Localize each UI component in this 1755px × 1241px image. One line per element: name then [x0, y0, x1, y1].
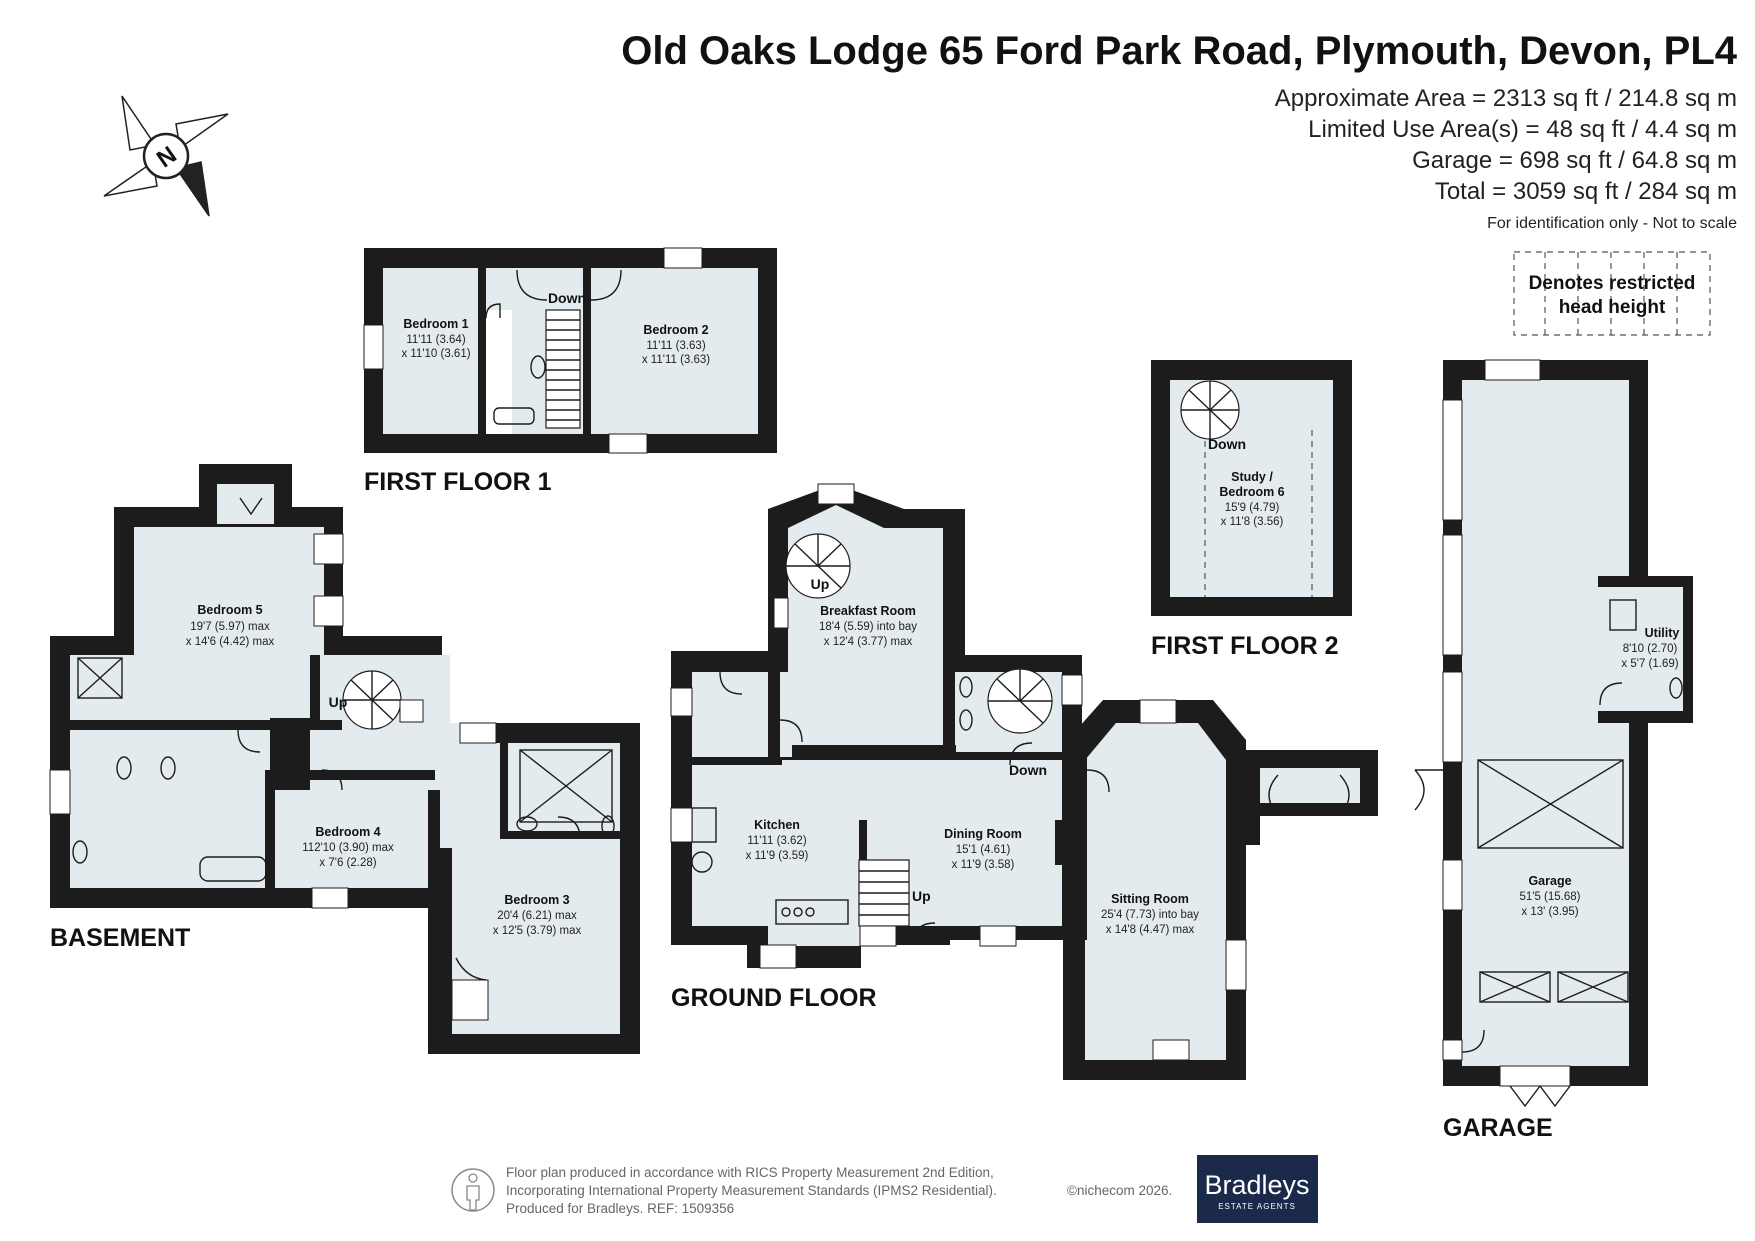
- person-scale-icon: [451, 1168, 495, 1212]
- approximate-area: Approximate Area = 2313 sq ft / 214.8 sq…: [1275, 85, 1737, 112]
- bedroom4-dim2: x 7'6 (2.28): [319, 857, 376, 869]
- bedroom3-name: Bedroom 3: [504, 893, 569, 907]
- bedroom5-dim1: 19'7 (5.97) max: [190, 621, 270, 633]
- garage-dim1: 51'5 (15.68): [1519, 891, 1580, 903]
- first-floor-1-plan: Down Bedroom 1 11'11 (3.64) x 11'10 (3.6…: [363, 247, 777, 454]
- limited-use-area: Limited Use Area(s) = 48 sq ft / 4.4 sq …: [1308, 116, 1737, 143]
- floor-label-garage: GARAGE: [1443, 1114, 1553, 1142]
- stair-label-ground-down: Down: [1009, 762, 1047, 778]
- dining-name: Dining Room: [944, 827, 1022, 841]
- footer: Floor plan produced in accordance with R…: [451, 1155, 1318, 1223]
- legend-line-1: Denotes restricted: [1529, 273, 1696, 294]
- breakfast-name: Breakfast Room: [820, 604, 916, 618]
- floor-label-first-floor-2: FIRST FLOOR 2: [1151, 632, 1339, 660]
- study-dim1: 15'9 (4.79): [1225, 502, 1280, 514]
- kitchen-dim2: x 11'9 (3.59): [746, 850, 809, 862]
- floor-label-ground-floor: GROUND FLOOR: [671, 984, 877, 1012]
- brand-sub: ESTATE AGENTS: [1218, 1202, 1296, 1211]
- breakfast-dim1: 18'4 (5.59) into bay: [819, 621, 917, 633]
- utility-name: Utility: [1645, 626, 1680, 640]
- study-name-2: Bedroom 6: [1219, 485, 1284, 499]
- garage-plan: Utility 8'10 (2.70) x 5'7 (1.69) Garage …: [1414, 359, 1693, 1108]
- sitting-name: Sitting Room: [1111, 892, 1189, 906]
- bradleys-logo: Bradleys ESTATE AGENTS: [1197, 1155, 1318, 1223]
- footer-line-3: Produced for Bradleys. REF: 1509356: [506, 1201, 734, 1216]
- legend-line-2: head height: [1559, 297, 1666, 318]
- copyright-text: ©nichecom 2026.: [1067, 1183, 1172, 1198]
- bedroom5-dim2: x 14'6 (4.42) max: [186, 636, 275, 648]
- study-dim2: x 11'8 (3.56): [1221, 516, 1284, 528]
- compass-north-icon: N: [103, 95, 229, 217]
- bedroom1-name: Bedroom 1: [403, 317, 468, 331]
- bedroom2-dim2: x 11'11 (3.63): [642, 354, 710, 366]
- bedroom3-dim2: x 12'5 (3.79) max: [493, 925, 582, 937]
- breakfast-dim2: x 12'4 (3.77) max: [824, 636, 913, 648]
- bedroom1-dim1: 11'11 (3.64): [406, 334, 465, 346]
- kitchen-name: Kitchen: [754, 818, 800, 832]
- bedroom3-dim1: 20'4 (6.21) max: [497, 910, 577, 922]
- first-floor-2-plan: Down Study / Bedroom 6 15'9 (4.79) x 11'…: [1151, 360, 1352, 616]
- garage-name: Garage: [1528, 874, 1571, 888]
- floor-label-basement: BASEMENT: [50, 924, 190, 952]
- garage-dim2: x 13' (3.95): [1521, 906, 1578, 918]
- stair-label-ff2-down: Down: [1208, 436, 1246, 452]
- sitting-dim1: 25'4 (7.73) into bay: [1101, 909, 1199, 921]
- footer-line-1: Floor plan produced in accordance with R…: [506, 1165, 994, 1180]
- not-to-scale-note: For identification only - Not to scale: [1487, 215, 1737, 232]
- brand-name: Bradleys: [1204, 1170, 1309, 1200]
- bedroom4-dim1: 112'10 (3.90) max: [302, 842, 394, 854]
- sitting-dim2: x 14'8 (4.47) max: [1106, 924, 1195, 936]
- bedroom5-name: Bedroom 5: [197, 603, 262, 617]
- stair-label-breakfast-up: Up: [811, 576, 830, 592]
- floor-label-first-floor-1: FIRST FLOOR 1: [364, 468, 552, 496]
- ground-floor-plan: Up Down Up: [670, 483, 1378, 1080]
- stair-label-ff1-down: Down: [548, 290, 586, 306]
- footer-line-2: Incorporating International Property Mea…: [506, 1183, 997, 1198]
- kitchen-dim1: 11'11 (3.62): [747, 835, 806, 847]
- dining-dim2: x 11'9 (3.58): [952, 859, 1015, 871]
- restricted-height-legend: Denotes restricted head height: [1513, 251, 1711, 336]
- utility-dim1: 8'10 (2.70): [1623, 643, 1678, 655]
- basement-plan: Up Bedroom 5 19'7 (5.97) max x 14'6 (4.4…: [49, 464, 640, 1054]
- bedroom2-dim1: 11'11 (3.63): [646, 340, 705, 352]
- dining-dim1: 15'1 (4.61): [956, 844, 1011, 856]
- total-area: Total = 3059 sq ft / 284 sq m: [1435, 178, 1737, 205]
- garage-area: Garage = 698 sq ft / 64.8 sq m: [1412, 147, 1737, 174]
- stair-label-basement-up: Up: [329, 694, 348, 710]
- study-name-1: Study /: [1231, 470, 1273, 484]
- bedroom2-name: Bedroom 2: [643, 323, 708, 337]
- property-title: Old Oaks Lodge 65 Ford Park Road, Plymou…: [621, 29, 1738, 73]
- bedroom4-name: Bedroom 4: [315, 825, 380, 839]
- stair-label-ground-up: Up: [912, 888, 931, 904]
- bedroom1-dim2: x 11'10 (3.61): [401, 348, 470, 360]
- utility-dim2: x 5'7 (1.69): [1621, 658, 1678, 670]
